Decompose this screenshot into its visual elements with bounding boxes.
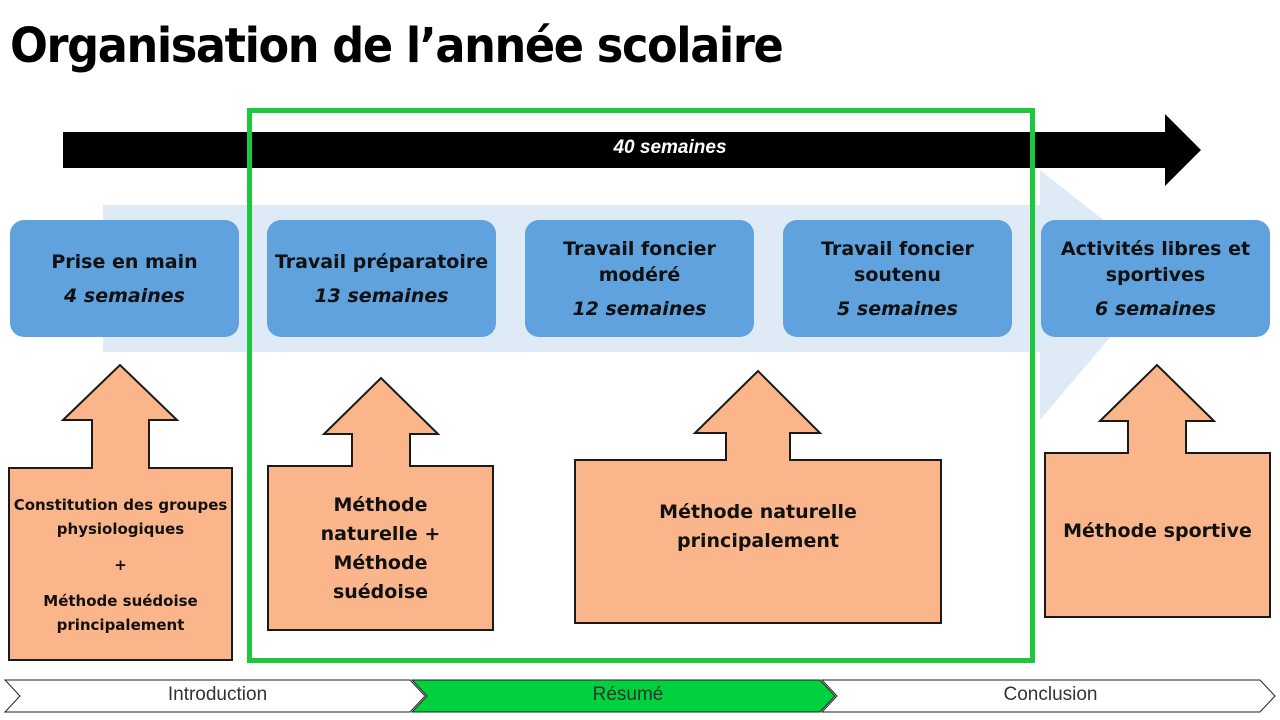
method-line-1: Constitution des groupes physiologiques bbox=[13, 496, 228, 538]
phase-duration: 5 semaines bbox=[837, 297, 958, 320]
nav-label-introduction: Introduction bbox=[167, 684, 268, 705]
method-label-2: Méthode naturelle + Méthode suédoise bbox=[320, 494, 441, 603]
page-title: Organisation de l’année scolaire bbox=[10, 18, 784, 74]
nav-label-conclusion: Conclusion bbox=[1003, 684, 1098, 705]
method-label-3: Méthode naturelle principalement bbox=[659, 501, 857, 552]
phase-box-travail-preparatoire: Travail préparatoire 13 semaines bbox=[267, 220, 496, 337]
phase-duration: 4 semaines bbox=[64, 284, 185, 307]
method-label-1: Constitution des groupes physiologiques … bbox=[12, 472, 229, 658]
phase-box-prise-en-main: Prise en main 4 semaines bbox=[10, 220, 239, 337]
phase-name: Prise en main bbox=[51, 250, 198, 273]
phase-name: Travail foncier modéré bbox=[563, 237, 716, 286]
nav-label-resume: Résumé bbox=[592, 684, 664, 705]
phase-name: Travail préparatoire bbox=[274, 250, 489, 273]
phase-box-travail-foncier-modere: Travail foncier modéré 12 semaines bbox=[525, 220, 754, 337]
method-arrow-4 bbox=[1044, 363, 1271, 618]
method-arrow-2 bbox=[267, 376, 494, 631]
nav-chevron-conclusion[interactable] bbox=[820, 679, 1276, 713]
phase-duration: 12 semaines bbox=[572, 297, 707, 320]
phase-duration: 6 semaines bbox=[1095, 297, 1216, 320]
timeline-label: 40 semaines bbox=[613, 137, 727, 158]
nav-chevron-resume[interactable] bbox=[410, 679, 836, 713]
method-line-2: Méthode suédoise principalement bbox=[43, 592, 198, 634]
timeline-arrow bbox=[63, 114, 1201, 186]
phase-box-activites-libres: Activités libres et sportives 6 semaines bbox=[1041, 220, 1270, 337]
phase-box-travail-foncier-soutenu: Travail foncier soutenu 5 semaines bbox=[783, 220, 1012, 337]
method-plus: + bbox=[114, 556, 127, 574]
highlight-frame bbox=[247, 108, 1035, 663]
method-arrow-3 bbox=[574, 369, 942, 624]
method-arrow-1 bbox=[8, 363, 233, 661]
phase-duration: 13 semaines bbox=[314, 284, 449, 307]
method-label-4: Méthode sportive bbox=[1063, 520, 1252, 542]
phase-name: Travail foncier soutenu bbox=[821, 237, 974, 286]
nav-chevron-introduction[interactable] bbox=[3, 679, 426, 713]
phase-name: Activités libres et sportives bbox=[1060, 237, 1251, 286]
